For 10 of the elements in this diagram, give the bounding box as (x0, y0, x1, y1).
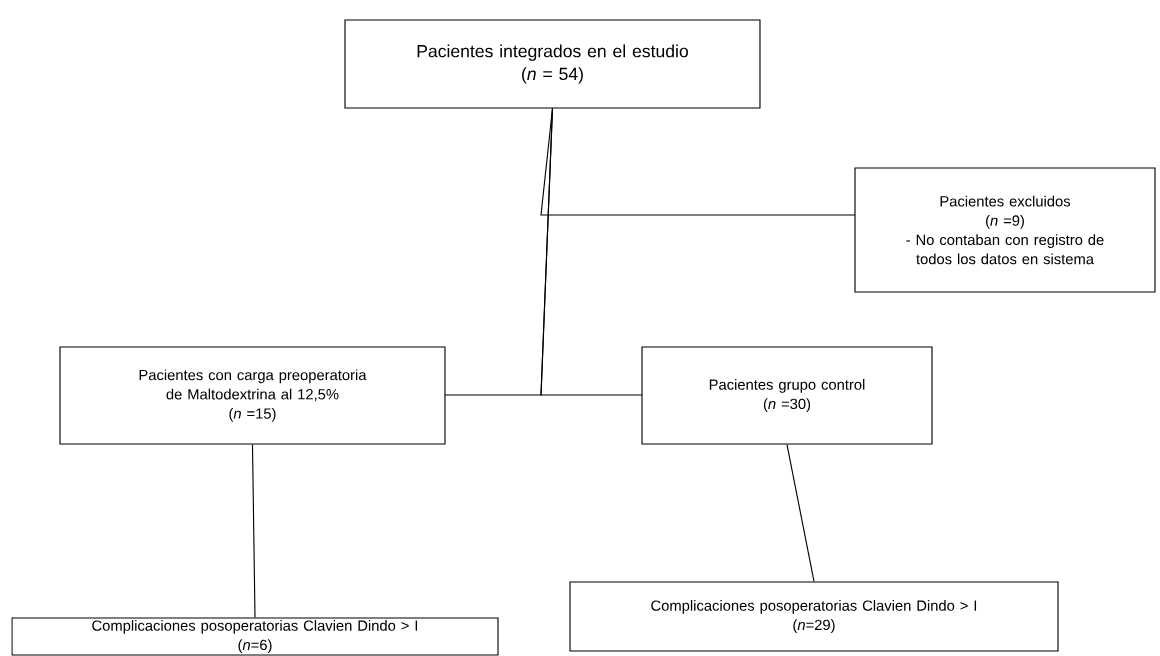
flow-box: Pacientes excluidos (n =9) - No contaban con registro de todos los datos en sistema (854, 167, 1156, 293)
connector-line (251, 444, 256, 618)
flow-box: Pacientes integrados en el estudio (n = 54) (344, 19, 761, 109)
flow-box: Pacientes con carga preoperatoria de Maltodextrina al 12,5% (n =15) (59, 346, 446, 445)
connector-line (786, 444, 815, 582)
flow-box: Complicaciones posoperatorias Clavien Dindo > I (n=29) (569, 581, 1059, 652)
connector-line (540, 108, 856, 216)
connector-line (540, 108, 643, 396)
flow-box: Pacientes grupo control (n =30) (641, 346, 933, 445)
flow-box: Complicaciones posoperatorias Clavien Dindo > I (n=6) (11, 617, 499, 656)
